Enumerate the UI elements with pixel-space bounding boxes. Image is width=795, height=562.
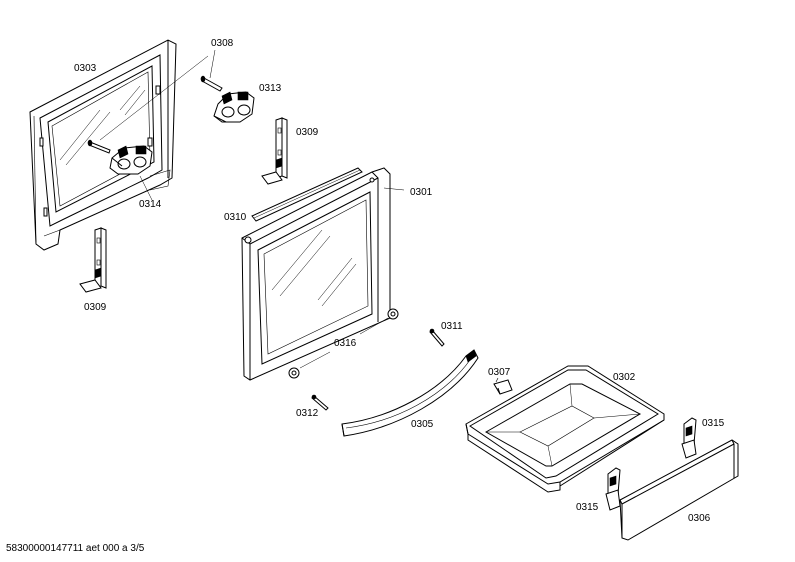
drawer-runner-0315-left: [605, 467, 621, 511]
label-0301: 0301: [410, 187, 433, 198]
label-0316: 0316: [334, 338, 357, 349]
document-footer: 58300000147711 aet 000 a 3/5: [6, 543, 145, 554]
label-0311: 0311: [441, 321, 463, 332]
label-0315-right: 0315: [702, 418, 725, 429]
drawer-runner-0315-right: [681, 417, 697, 459]
label-0315-left: 0315: [576, 502, 599, 513]
hinge-bracket-0314: [109, 145, 153, 175]
screw-0308: [200, 75, 223, 92]
label-0305: 0305: [411, 419, 434, 430]
inner-door-frame-0303: [29, 39, 177, 251]
label-0310: 0310: [224, 212, 247, 223]
leader-0314: [139, 175, 153, 201]
label-0313: 0313: [259, 83, 282, 94]
drawer-tray-0302: [465, 365, 665, 493]
label-0312: 0312: [296, 408, 319, 419]
label-0302: 0302: [613, 372, 636, 383]
leader-0308-a: [209, 49, 216, 79]
screw-0314: [87, 139, 111, 154]
door-handle-0305: [341, 349, 479, 437]
drawer-front-panel-0306: [619, 439, 739, 541]
label-0308: 0308: [211, 38, 234, 49]
screw-0311: [429, 328, 445, 347]
screw-0312: [311, 394, 329, 411]
clip-0307: [493, 377, 513, 395]
label-0307: 0307: [488, 367, 511, 378]
hinge-0309-lower: [79, 227, 107, 293]
gasket-strip-0310: [251, 167, 363, 222]
handle-end-caps-0316: [288, 308, 399, 379]
label-0303: 0303: [74, 63, 97, 74]
label-0309-upper: 0309: [296, 127, 319, 138]
label-0314: 0314: [139, 199, 162, 210]
label-0306: 0306: [688, 513, 711, 524]
label-0309-lower: 0309: [84, 302, 107, 313]
outer-door-0301: [241, 167, 405, 381]
hinge-bracket-0313: [213, 91, 255, 123]
hinge-0309-upper: [261, 117, 288, 185]
leader-0308-b: [99, 55, 209, 141]
